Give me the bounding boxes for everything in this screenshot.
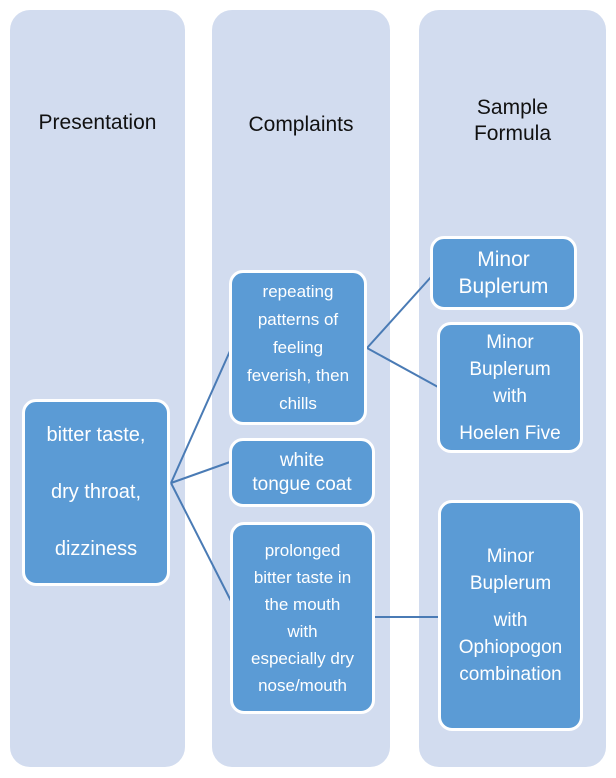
node-text-line: bitter taste, bbox=[46, 424, 146, 446]
node-repeating-feverish-chills: repeating patterns of feeling feverish, … bbox=[229, 270, 367, 425]
node-text-line: the mouth bbox=[264, 595, 341, 614]
node-text-line: with bbox=[493, 385, 527, 407]
node-text-line: especially dry bbox=[251, 649, 354, 668]
node-text-line: chills bbox=[279, 393, 317, 413]
node-text-line: Buplerum bbox=[469, 573, 552, 594]
node-text-line: combination bbox=[459, 664, 562, 685]
node-text-line: with bbox=[287, 622, 318, 641]
node-text-line: nose/mouth bbox=[258, 676, 347, 695]
node-text-line: Minor bbox=[486, 546, 535, 567]
node-prolonged-bitter-taste: prolonged bitter taste in the mouth with… bbox=[230, 522, 375, 714]
node-text-line: white bbox=[279, 449, 325, 471]
header-sample-formula-line2: Formula bbox=[473, 122, 552, 145]
node-minor-buplerum-ophiopogon: Minor Buplerum with Ophiopogon combinati… bbox=[438, 500, 583, 731]
header-sample-formula: Sample Formula bbox=[419, 95, 606, 147]
header-sample-formula-line1: Sample bbox=[476, 96, 549, 119]
node-text-line: tongue coat bbox=[252, 473, 352, 495]
node-text-line: repeating bbox=[262, 281, 334, 301]
node-text-line: Minor bbox=[486, 331, 534, 353]
node-text-line: feverish, then bbox=[246, 365, 350, 385]
node-text-line: Buplerum bbox=[469, 358, 551, 380]
header-presentation: Presentation bbox=[38, 111, 157, 134]
node-text-line: dizziness bbox=[54, 538, 138, 560]
node-minor-buplerum: Minor Buplerum bbox=[430, 236, 577, 310]
node-text-line: dry throat, bbox=[50, 481, 142, 503]
node-white-tongue-coat: white tongue coat bbox=[229, 438, 375, 507]
node-text-line: feeling bbox=[272, 337, 324, 357]
node-text-line: Hoelen Five bbox=[459, 422, 561, 444]
node-text-line: patterns of bbox=[257, 309, 339, 329]
node-text-line: prolonged bbox=[264, 541, 341, 560]
node-minor-buplerum-hoelen-five: Minor Buplerum with Hoelen Five bbox=[437, 322, 583, 453]
column-presentation bbox=[10, 10, 185, 767]
header-complaints: Complaints bbox=[248, 113, 354, 136]
node-text-line: Buplerum bbox=[458, 275, 549, 298]
node-text-line: Minor bbox=[477, 248, 530, 271]
node-bitter-taste-presentation: bitter taste, dry throat, dizziness bbox=[22, 399, 170, 586]
node-text-line: with bbox=[493, 610, 528, 631]
node-text-line: bitter taste in bbox=[253, 568, 352, 587]
node-text-line: Ophiopogon bbox=[458, 637, 563, 658]
